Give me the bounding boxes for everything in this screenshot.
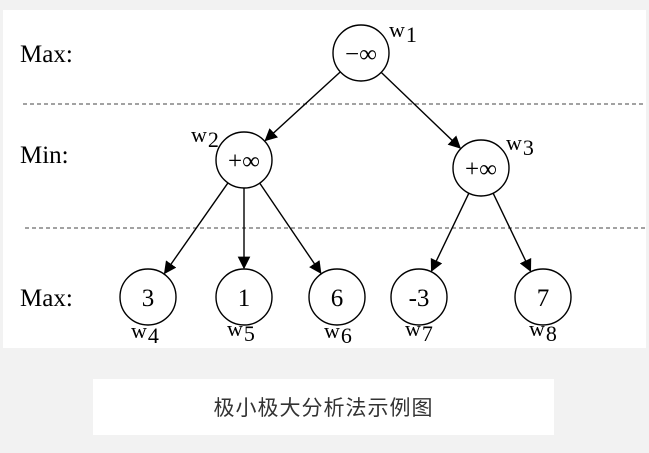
node-value: 7 — [537, 285, 550, 312]
weight-letter: w — [529, 316, 545, 341]
weight-subscript: 8 — [546, 321, 557, 346]
edge-w2-w4-arrow — [163, 182, 229, 275]
edge-w1-w2-arrow — [264, 71, 341, 142]
weight-letter: w — [227, 316, 243, 341]
weight-letter: w — [324, 318, 340, 343]
node-weight-label: w4 — [131, 318, 159, 348]
node-value: 3 — [142, 285, 155, 312]
node-w1: −∞ w1 — [332, 17, 417, 82]
figure-caption: 极小极大分析法示例图 — [213, 396, 434, 420]
node-circle — [452, 139, 510, 197]
node-value: 1 — [238, 285, 251, 312]
weight-subscript: 1 — [406, 22, 417, 47]
node-w3: +∞ w3 — [452, 130, 534, 197]
node-circle — [215, 268, 273, 326]
weight-subscript: 2 — [208, 127, 219, 152]
weight-subscript: 7 — [422, 321, 433, 346]
node-value: +∞ — [465, 156, 497, 183]
weight-subscript: 5 — [244, 321, 255, 346]
node-w4: 3 w4 — [119, 268, 177, 348]
node-weight-label: w5 — [227, 316, 255, 346]
node-circle — [308, 268, 366, 326]
level-label-max-bottom: Max: — [20, 285, 73, 312]
node-w5: 1 w5 — [215, 268, 273, 346]
node-weight-label: w7 — [405, 316, 433, 346]
level-label-min: Min: — [20, 142, 69, 169]
edge-w2-w6-arrow — [259, 182, 322, 275]
node-value: +∞ — [228, 148, 260, 175]
weight-subscript: 6 — [341, 323, 352, 348]
node-weight-label: w2 — [191, 122, 219, 152]
weight-letter: w — [131, 318, 147, 343]
node-circle — [215, 131, 273, 189]
node-value: −∞ — [345, 41, 377, 68]
node-weight-label: w6 — [324, 318, 352, 348]
minimax-tree: Max: Min: Max: −∞w1+∞w2+∞w33w41w56w6-3w7… — [20, 17, 646, 348]
level-label-max-top: Max: — [20, 41, 73, 68]
tree-edges — [163, 71, 532, 275]
weight-letter: w — [389, 17, 405, 42]
node-w7: -3 w7 — [390, 268, 448, 346]
edge-w3-w7-arrow — [430, 192, 470, 272]
edge-w3-w8-arrow — [492, 192, 532, 272]
node-w6: 6w6 — [308, 268, 366, 348]
caption-box: 极小极大分析法示例图 — [93, 379, 554, 435]
node-value: 6 — [331, 285, 344, 312]
node-weight-label: w8 — [529, 316, 557, 346]
weight-subscript: 4 — [148, 323, 159, 348]
node-circle — [514, 268, 572, 326]
node-weight-label: w1 — [389, 17, 417, 47]
node-value: -3 — [409, 285, 430, 312]
node-circle — [119, 268, 177, 326]
level-labels: Max: Min: Max: — [20, 41, 73, 312]
node-circle — [332, 24, 390, 82]
level-dividers — [23, 103, 646, 229]
weight-subscript: 3 — [523, 135, 534, 160]
weight-letter: w — [506, 130, 522, 155]
node-w8: 7 w8 — [514, 268, 572, 346]
weight-letter: w — [191, 122, 207, 147]
node-circle — [390, 268, 448, 326]
edge-w1-w3-arrow — [380, 71, 461, 149]
node-w2: +∞ w2 — [191, 122, 273, 189]
weight-letter: w — [405, 316, 421, 341]
node-weight-label: w3 — [506, 130, 534, 160]
